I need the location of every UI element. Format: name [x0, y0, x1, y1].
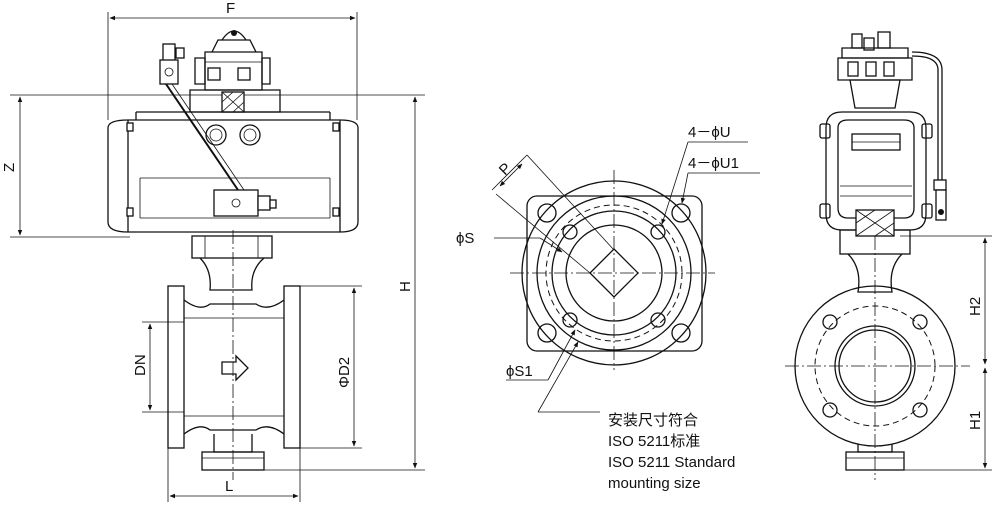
dimension-s: ϕS: [456, 230, 563, 253]
note-line-2: ISO 5211标准: [608, 433, 700, 450]
dimension-f: F: [107, 0, 358, 120]
front-view: F Z H: [1, 0, 425, 502]
side-actuator: [819, 111, 933, 231]
note-line-4: mounting size: [608, 475, 701, 492]
right-arrow-icon: [221, 354, 249, 382]
side-view: H2 H1: [785, 31, 992, 480]
valve-body: [167, 230, 301, 480]
dim-label-s1: ϕS1: [506, 363, 533, 380]
dim-label-d2: ΦD2: [336, 357, 353, 388]
dimension-u: 4－ϕU: [661, 124, 748, 225]
side-filter-regulator: [837, 31, 947, 221]
dimension-d2: ΦD2: [300, 285, 362, 449]
actuator-body: [107, 111, 359, 233]
dim-label-h2: H2: [967, 297, 984, 316]
valve-neck: [191, 235, 273, 291]
note-line-3: ISO 5211 Standard: [608, 454, 735, 471]
dimension-h: H: [205, 94, 425, 471]
dim-label-z: Z: [1, 163, 18, 172]
side-flange: [785, 236, 970, 480]
dim-label-h1: H1: [967, 411, 984, 430]
mounting-note: 安装尺寸符合 ISO 5211标准 ISO 5211 Standard moun…: [608, 412, 735, 492]
dimension-u1: 4－ϕU1: [680, 155, 760, 204]
dimension-z: Z: [1, 94, 205, 238]
dim-label-u: 4－ϕU: [688, 124, 731, 141]
dimension-h2: H2: [900, 235, 992, 365]
dim-label-p: P: [496, 160, 515, 179]
dimension-dn: DN: [132, 321, 184, 413]
dimension-s1: ϕS1: [506, 329, 576, 381]
dim-label-u1: 4－ϕU1: [688, 155, 739, 172]
dim-label-s: ϕS: [456, 230, 474, 247]
dimension-h1: H1: [904, 367, 992, 471]
dim-label-h: H: [397, 281, 414, 292]
side-coupling: [839, 209, 911, 293]
dim-label-f: F: [226, 0, 235, 17]
note-line-1: 安装尺寸符合: [608, 412, 698, 429]
mounting-flange-view: P ϕS ϕS1 4－ϕU 4－ϕU1: [456, 124, 760, 413]
air-filter-regulator: [159, 43, 245, 191]
limit-switch-box: [189, 30, 281, 113]
dim-label-l: L: [225, 478, 233, 495]
dim-label-dn: DN: [132, 354, 149, 376]
dimension-l: L: [167, 448, 301, 502]
